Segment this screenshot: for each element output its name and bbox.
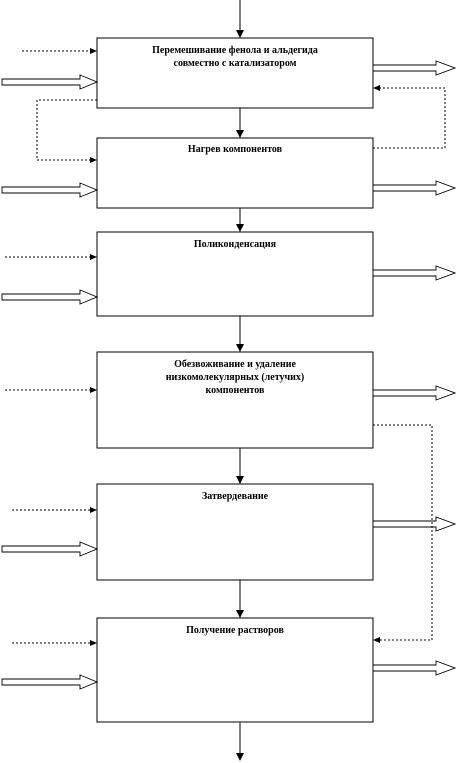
input-arrows-hollow (1, 74, 99, 690)
stage-label-heating: Нагрев компонентов (187, 144, 283, 155)
main-flow-arrows (236, 0, 244, 761)
stage-label-mixing: Перемешивание фенола и альдегида совмест… (152, 45, 318, 69)
stage-label-polycondensation: Поликонденсация (193, 239, 277, 250)
input-arrows-thin (5, 48, 97, 646)
output-arrows-hollow (372, 60, 457, 676)
stage-box-polycondensation (96, 231, 374, 317)
stage-label-curing: Затвердевание (201, 491, 269, 502)
stage-box-dehydration (96, 351, 374, 449)
recycle-loops (36, 85, 446, 643)
stage-box-solutions (96, 617, 374, 723)
stage-box-curing (96, 483, 374, 581)
stage-box-heating (96, 137, 374, 209)
stage-label-solutions: Получение растворов (186, 625, 284, 636)
stage-label-dehydration: Обезвоживание и удаление низкомолекулярн… (165, 359, 305, 396)
stage-box-mixing (96, 37, 374, 109)
